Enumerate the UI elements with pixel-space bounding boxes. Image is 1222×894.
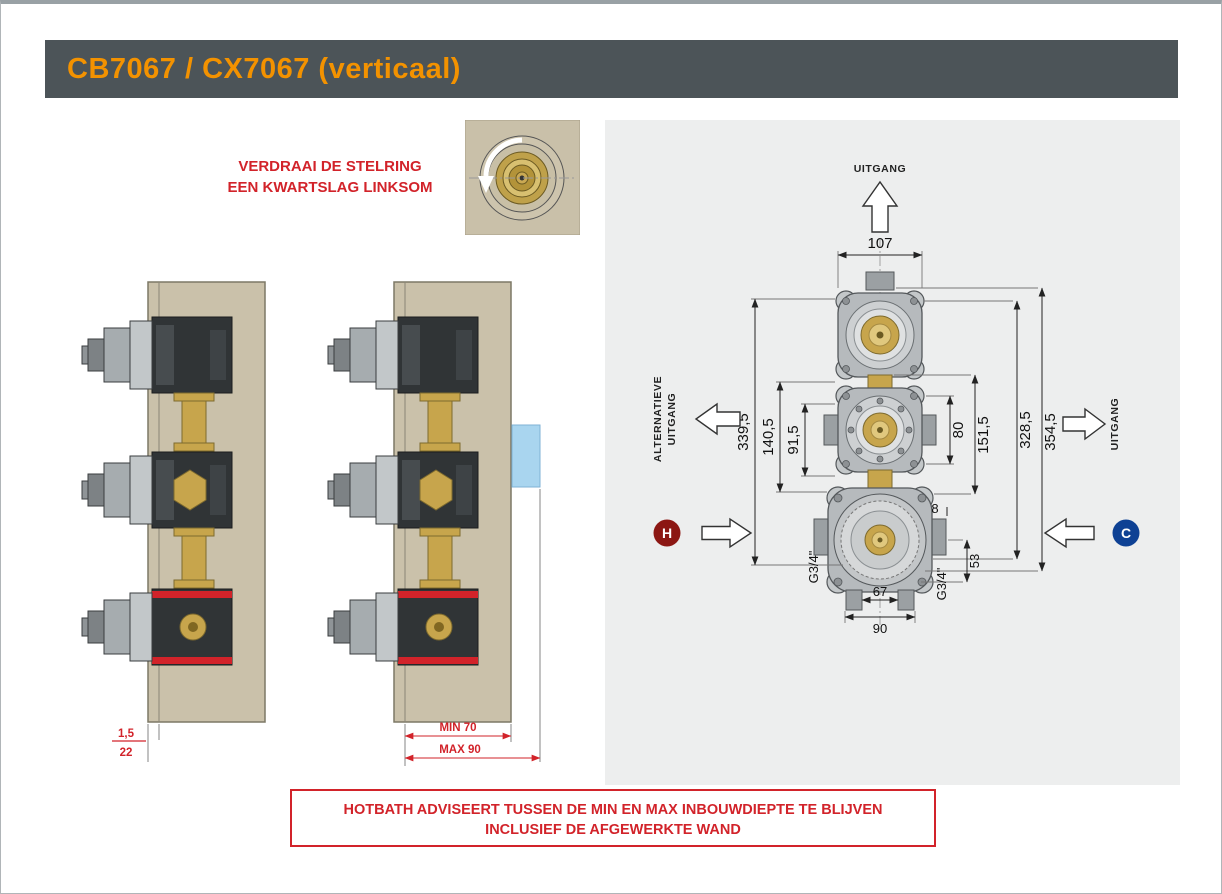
pipe-connector (419, 392, 461, 452)
right-arrow-icon (1062, 407, 1107, 441)
cold-arrow-icon (1043, 517, 1095, 549)
side-view-1-dimensions: 1,5 22 (112, 724, 160, 762)
pipe-connector (419, 527, 461, 589)
valve-unit-middle (81, 451, 233, 529)
side-view-1 (81, 281, 266, 723)
cold-label: C (1121, 525, 1131, 541)
dim-height-right-total: 354,5 (1042, 413, 1059, 451)
dim-height-right-small: 80 (950, 422, 967, 439)
dimensions-bottom: 8 53 67 90 (844, 501, 982, 636)
valve-unit-bottom (327, 588, 479, 666)
dim-max-depth: MAX 90 (439, 744, 481, 756)
hot-arrow-icon (701, 517, 753, 549)
dim-width-outlets: 67 (873, 584, 887, 599)
dim-width-outer: 90 (873, 621, 887, 636)
advice-line-2: INCLUSIEF DE AFGEWERKTE WAND (485, 822, 741, 838)
outlet-left-label-1: ALTERNATIEVE (652, 376, 664, 462)
advice-box: HOTBATH ADVISEERT TUSSEN DE MIN EN MAX I… (290, 789, 936, 847)
valve-unit-bottom (81, 588, 233, 666)
dim-offset-inlet: 53 (967, 554, 982, 568)
outlet-right-label: UITGANG (1109, 398, 1121, 451)
outlet-left-alternative: ALTERNATIEVE UITGANG (652, 376, 741, 462)
dimension-107: 107 (837, 235, 923, 288)
stelring-drawing (464, 119, 581, 236)
dimensions-right: 80 151,5 328,5 354,5 (894, 287, 1059, 572)
thread-label-left: G3/4" (806, 550, 821, 583)
title-bar: CB7067 / CX7067 (verticaal) (45, 40, 1178, 98)
dim-height-right-large: 328,5 (1017, 411, 1034, 449)
page-title: CB7067 / CX7067 (verticaal) (67, 52, 461, 85)
thread-labels: G3/4" G3/4" (806, 550, 949, 600)
valve-module-middle (823, 385, 937, 475)
rotation-arrow-icon (478, 137, 523, 193)
valve-module-top (835, 271, 925, 380)
side-view-2 (327, 281, 512, 723)
pipe-connector (173, 392, 215, 452)
front-view-drawing: UITGANG (652, 163, 1140, 636)
dim-plate-depth: 22 (120, 747, 133, 759)
left-arrow-icon (694, 402, 741, 436)
valve-unit-top (81, 316, 233, 394)
advice-line-1: HOTBATH ADVISEERT TUSSEN DE MIN EN MAX I… (343, 802, 883, 818)
dim-height-right-mid: 151,5 (975, 416, 992, 454)
valve-unit-middle (327, 451, 479, 529)
instruction-line-2: EEN KWARTSLAG LINKSOM (227, 179, 433, 196)
pipe-connector (173, 527, 215, 589)
dim-offset-small: 8 (931, 501, 938, 516)
instruction-line-1: VERDRAAI DE STELRING (238, 158, 422, 175)
hex-nut (173, 469, 207, 511)
dim-width-body: 107 (867, 235, 892, 252)
dim-wall-thickness: 1,5 (118, 728, 135, 740)
stelring-instruction: VERDRAAI DE STELRING EEN KWARTSLAG LINKS… (190, 156, 470, 198)
dim-min-depth: MIN 70 (439, 722, 476, 734)
valve-module-bottom (813, 486, 947, 611)
valve-unit-top (327, 316, 479, 394)
outlet-top-label: UITGANG (854, 163, 907, 175)
side-view-2-dimensions: MIN 70 MAX 90 (404, 489, 541, 766)
outlet-right: UITGANG (1062, 398, 1121, 451)
pipe-connector (867, 469, 893, 491)
front-view-panel: UITGANG (605, 120, 1180, 785)
hot-label: H (662, 525, 672, 541)
thread-label-right: G3/4" (934, 567, 949, 600)
cold-inlet: C (1043, 517, 1140, 549)
dim-height-left-small: 91,5 (785, 425, 802, 454)
side-view-drawings: 1,5 22 (81, 281, 541, 766)
dim-height-left-mid: 140,5 (760, 418, 777, 456)
hot-indicator (653, 519, 681, 547)
up-arrow-icon (861, 180, 899, 233)
outlet-left-label-2: UITGANG (666, 393, 678, 446)
hex-nut (419, 469, 453, 511)
hot-inlet: H (653, 517, 753, 549)
cold-indicator (1112, 519, 1140, 547)
outlet-top: UITGANG (854, 163, 907, 233)
stelring-image (464, 119, 581, 236)
finished-wall-tile (511, 424, 541, 488)
